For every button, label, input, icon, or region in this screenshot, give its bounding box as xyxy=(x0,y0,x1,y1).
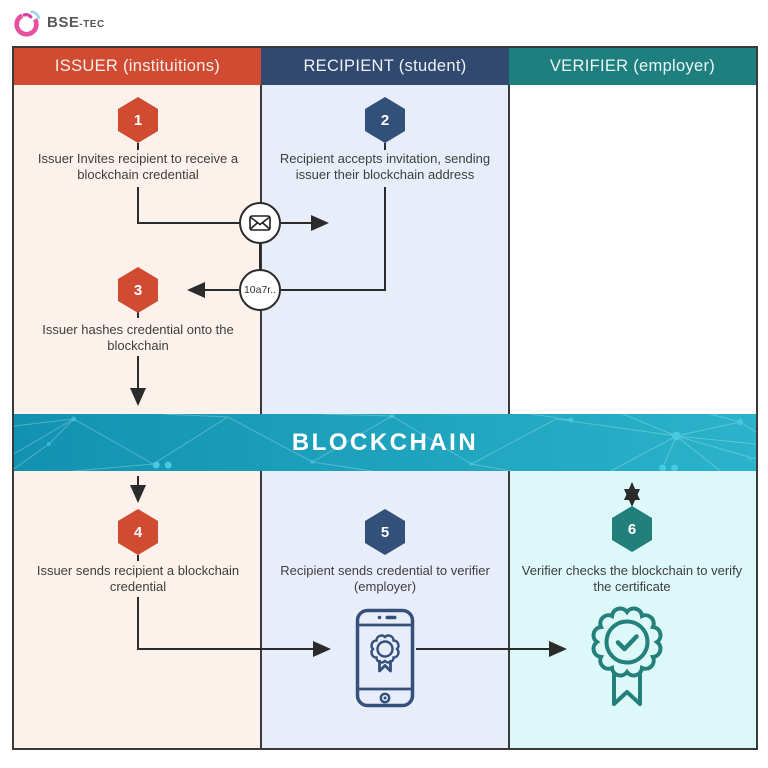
verifier-lane-header: VERIFIER (employer) xyxy=(509,48,756,85)
blockchain-label: BLOCKCHAIN xyxy=(291,428,479,456)
brand-suffix: -TEC xyxy=(79,19,105,30)
envelope-icon xyxy=(249,215,271,231)
brand-name: BSE xyxy=(47,14,80,31)
step-3-description: Issuer hashes credential onto the blockc… xyxy=(42,322,234,354)
step-1-description: Issuer Invites recipient to receive a bl… xyxy=(37,151,239,183)
brand-logo: BSE-TEC xyxy=(12,8,105,38)
verifier-lane-upper xyxy=(509,85,756,414)
step-2-description: Recipient accepts invitation, sending is… xyxy=(279,151,491,183)
message-node xyxy=(239,202,281,244)
blockchain-hash-node: 10a7r.. xyxy=(239,269,281,311)
issuer-lane-header: ISSUER (instituitions) xyxy=(14,48,261,85)
lane-divider xyxy=(260,48,262,748)
network-pattern xyxy=(13,413,757,472)
blockchain-band: BLOCKCHAIN xyxy=(13,413,757,472)
rosette-check-icon xyxy=(587,600,667,717)
smartphone-credential-icon xyxy=(355,608,415,713)
lane-divider xyxy=(508,48,510,748)
swimlane-diagram: ISSUER (instituitions) RECIPIENT (studen… xyxy=(12,46,758,750)
bse-swirl-logo-icon xyxy=(14,10,41,37)
step-5-description: Recipient sends credential to verifier (… xyxy=(280,563,490,595)
step-4-description: Issuer sends recipient a blockchain cred… xyxy=(36,563,240,595)
recipient-lane-header: RECIPIENT (student) xyxy=(261,48,509,85)
step-6-description: Verifier checks the blockchain to verify… xyxy=(521,563,743,595)
